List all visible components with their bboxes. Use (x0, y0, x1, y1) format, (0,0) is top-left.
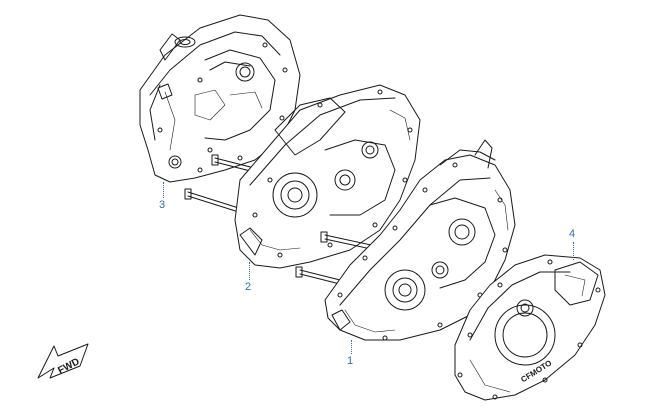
callout-line-1 (351, 340, 352, 354)
part-2-left-crankcase (234, 84, 421, 269)
callout-3[interactable]: 3 (159, 199, 166, 211)
part-4-right-cover: CFMOTO (454, 254, 606, 401)
callout-4[interactable]: 4 (569, 228, 576, 240)
part-1-right-crankcase (324, 139, 516, 341)
callout-line-2 (249, 262, 250, 280)
callout-1[interactable]: 1 (347, 355, 354, 367)
callout-2[interactable]: 2 (245, 281, 252, 293)
part-3-left-cover (139, 14, 301, 183)
callout-line-4 (573, 242, 574, 260)
callout-line-3 (163, 182, 164, 198)
fwd-arrow-icon: FWD (37, 343, 89, 379)
